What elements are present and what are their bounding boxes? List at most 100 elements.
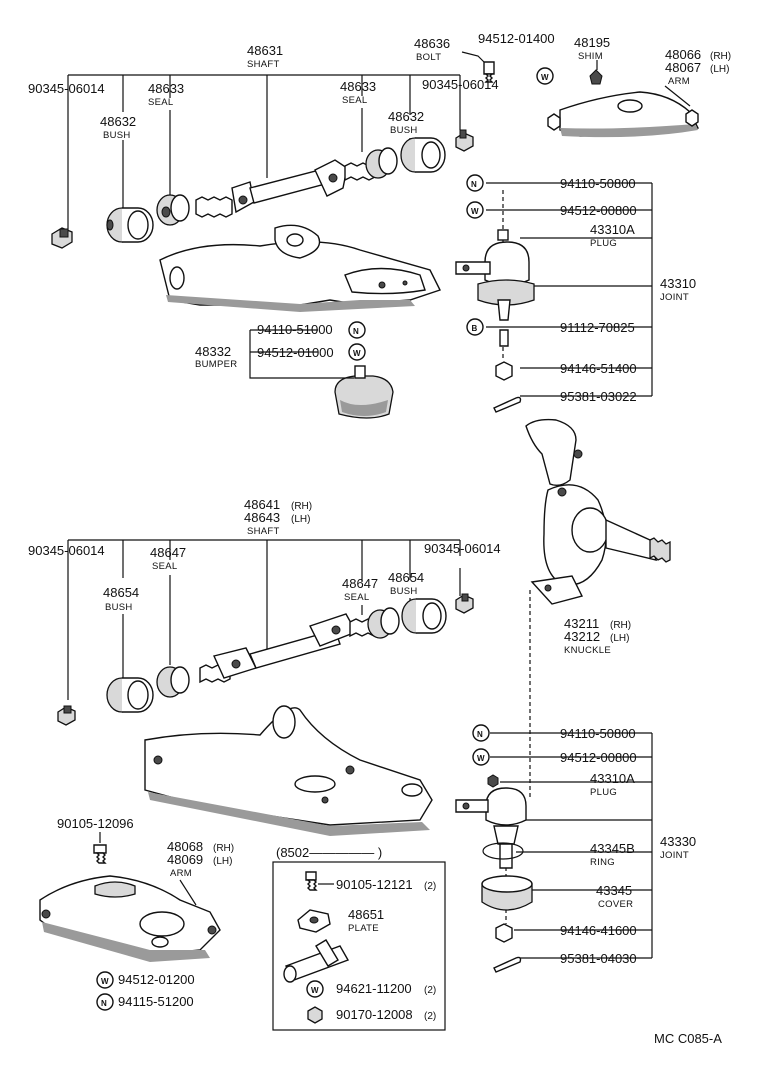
inset-frame — [272, 861, 446, 1031]
upper-joint-nut-symbol: N — [466, 174, 484, 192]
label-upper-joint-bolt: 91112-70825 — [560, 320, 635, 335]
lower-bolt-right — [455, 593, 474, 614]
lower-arm-shaft-group — [57, 539, 474, 836]
label-lower-arm-lh-number: 48069 — [167, 852, 203, 867]
label-lower-joint-plug-name: PLUG — [590, 787, 617, 798]
label-lower-joint-nut: 94110-50800 — [560, 726, 636, 741]
label-lower-arm-name: ARM — [170, 868, 192, 879]
label-upper-bolt-left: 90345-06014 — [28, 81, 105, 96]
label-lower-arm-lh-side: (LH) — [213, 856, 232, 867]
label-upper-seal-left-number: 48633 — [148, 81, 184, 96]
label-lower-bush-left-number: 48654 — [103, 585, 139, 600]
label-upper-arm-washer: 94512-01400 — [478, 31, 555, 46]
label-lower-cotter-pin: 95381-04030 — [560, 951, 637, 966]
svg-text:N: N — [101, 999, 107, 1008]
upper-arm-shaft-group — [51, 74, 474, 419]
label-lower-cover-number: 43345 — [596, 883, 632, 898]
label-lower-shaft-lh-number: 48643 — [244, 510, 280, 525]
svg-text:N: N — [353, 327, 359, 336]
label-inset-washer-number: 94621-11200 — [336, 981, 412, 996]
lower-joint-ring — [482, 842, 524, 860]
inset-shaft-stub — [283, 939, 350, 983]
label-inset-plate-name: PLATE — [348, 923, 379, 934]
label-lower-arm-nut: 94115-51200 — [118, 994, 194, 1009]
inset-bolt — [305, 871, 318, 891]
label-upper-bolt-right: 90345-06014 — [422, 77, 499, 92]
label-lower-arm-washer: 94512-01200 — [118, 972, 195, 987]
label-lower-joint-washer: 94512-00800 — [560, 750, 637, 765]
label-upper-seal-left-name: SEAL — [148, 97, 174, 108]
lower-cotter-pin — [493, 956, 522, 973]
label-bumper-nut: 94110-51000 — [257, 322, 333, 337]
inset-nut — [307, 1006, 323, 1024]
lower-bolt-left — [57, 705, 76, 726]
label-lower-joint-plug-number: 43310A — [590, 771, 635, 786]
upper-arm-top-group: W — [461, 51, 700, 138]
svg-text:W: W — [541, 73, 549, 82]
label-bumper-washer: 94512-01000 — [257, 345, 334, 360]
label-upper-joint-plug-name: PLUG — [590, 238, 617, 249]
label-upper-joint-plug-number: 43310A — [590, 222, 635, 237]
lower-arm-washer-symbol: W — [96, 971, 114, 989]
bumper-bracket-line — [249, 329, 354, 379]
label-upper-bush-right-name: BUSH — [390, 125, 418, 136]
label-inset-bolt-number: 90105-12121 — [336, 877, 413, 892]
upper-seal-right — [365, 147, 398, 179]
label-upper-bush-left-number: 48632 — [100, 114, 136, 129]
label-lower-arm-rh-side: (RH) — [213, 843, 234, 854]
label-lower-seal-right-name: SEAL — [344, 592, 370, 603]
upper-ball-joint — [455, 229, 535, 321]
lower-arm-assembly — [39, 875, 221, 962]
label-lower-cover-name: COVER — [598, 899, 633, 910]
label-lower-joint-name: JOINT — [660, 850, 689, 861]
upper-cotter-pin — [493, 396, 522, 413]
upper-ball-joint-group: N W B — [455, 174, 653, 413]
upper-arm-assembly — [547, 91, 700, 138]
svg-text:W: W — [471, 207, 479, 216]
label-lower-bush-left-name: BUSH — [105, 602, 133, 613]
label-lower-bolt-right: 90345-06014 — [424, 541, 501, 556]
inset-washer-symbol: W — [306, 980, 324, 998]
steering-knuckle — [525, 418, 671, 800]
svg-text:W: W — [477, 754, 485, 763]
label-upper-bush-right-number: 48632 — [388, 109, 424, 124]
lower-castle-nut — [495, 923, 513, 943]
upper-shaft — [195, 159, 376, 218]
lower-seal-left — [156, 666, 190, 698]
svg-text:W: W — [311, 986, 319, 995]
label-inset-bolt-qty: (2) — [424, 881, 436, 892]
upper-castle-nut — [495, 361, 513, 381]
label-upper-castle-nut: 94146-51400 — [560, 361, 637, 376]
upper-arm-shim — [589, 69, 603, 85]
diagram-code: MC C085-A — [654, 1031, 722, 1046]
lower-seal-right — [367, 607, 400, 639]
lower-bush-left — [106, 677, 154, 713]
lower-arm-bolt — [93, 844, 107, 864]
lower-group-bracket-line — [67, 539, 461, 700]
label-lower-arm-bolt: 90105-12096 — [57, 816, 134, 831]
lower-arm-leader — [179, 879, 197, 906]
label-lower-ring-name: RING — [590, 857, 615, 868]
label-bumper-number: 48332 — [195, 344, 231, 359]
label-lower-bush-right-number: 48654 — [388, 570, 424, 585]
upper-bolt-left — [51, 227, 73, 249]
label-upper-arm-bolt-name: BOLT — [416, 52, 441, 63]
label-lower-ring-number: 43345B — [590, 841, 635, 856]
svg-text:W: W — [101, 977, 109, 986]
label-lower-shaft-rh-side: (RH) — [291, 501, 312, 512]
lower-shaft — [199, 613, 381, 684]
lower-ball-joint — [455, 774, 527, 869]
label-lower-shaft-lh-side: (LH) — [291, 514, 310, 525]
label-lower-shaft-rh-number: 48641 — [244, 497, 280, 512]
svg-text:N: N — [471, 180, 477, 189]
label-inset-nut-qty: (2) — [424, 1011, 436, 1022]
svg-text:B: B — [472, 324, 478, 333]
upper-bush-left — [106, 207, 154, 243]
lower-joint-washer-symbol: W — [472, 748, 490, 766]
svg-text:W: W — [353, 349, 361, 358]
label-inset-plate-number: 48651 — [348, 907, 384, 922]
label-upper-joint-nut: 94110-50800 — [560, 176, 636, 191]
upper-seal-left — [156, 194, 190, 226]
